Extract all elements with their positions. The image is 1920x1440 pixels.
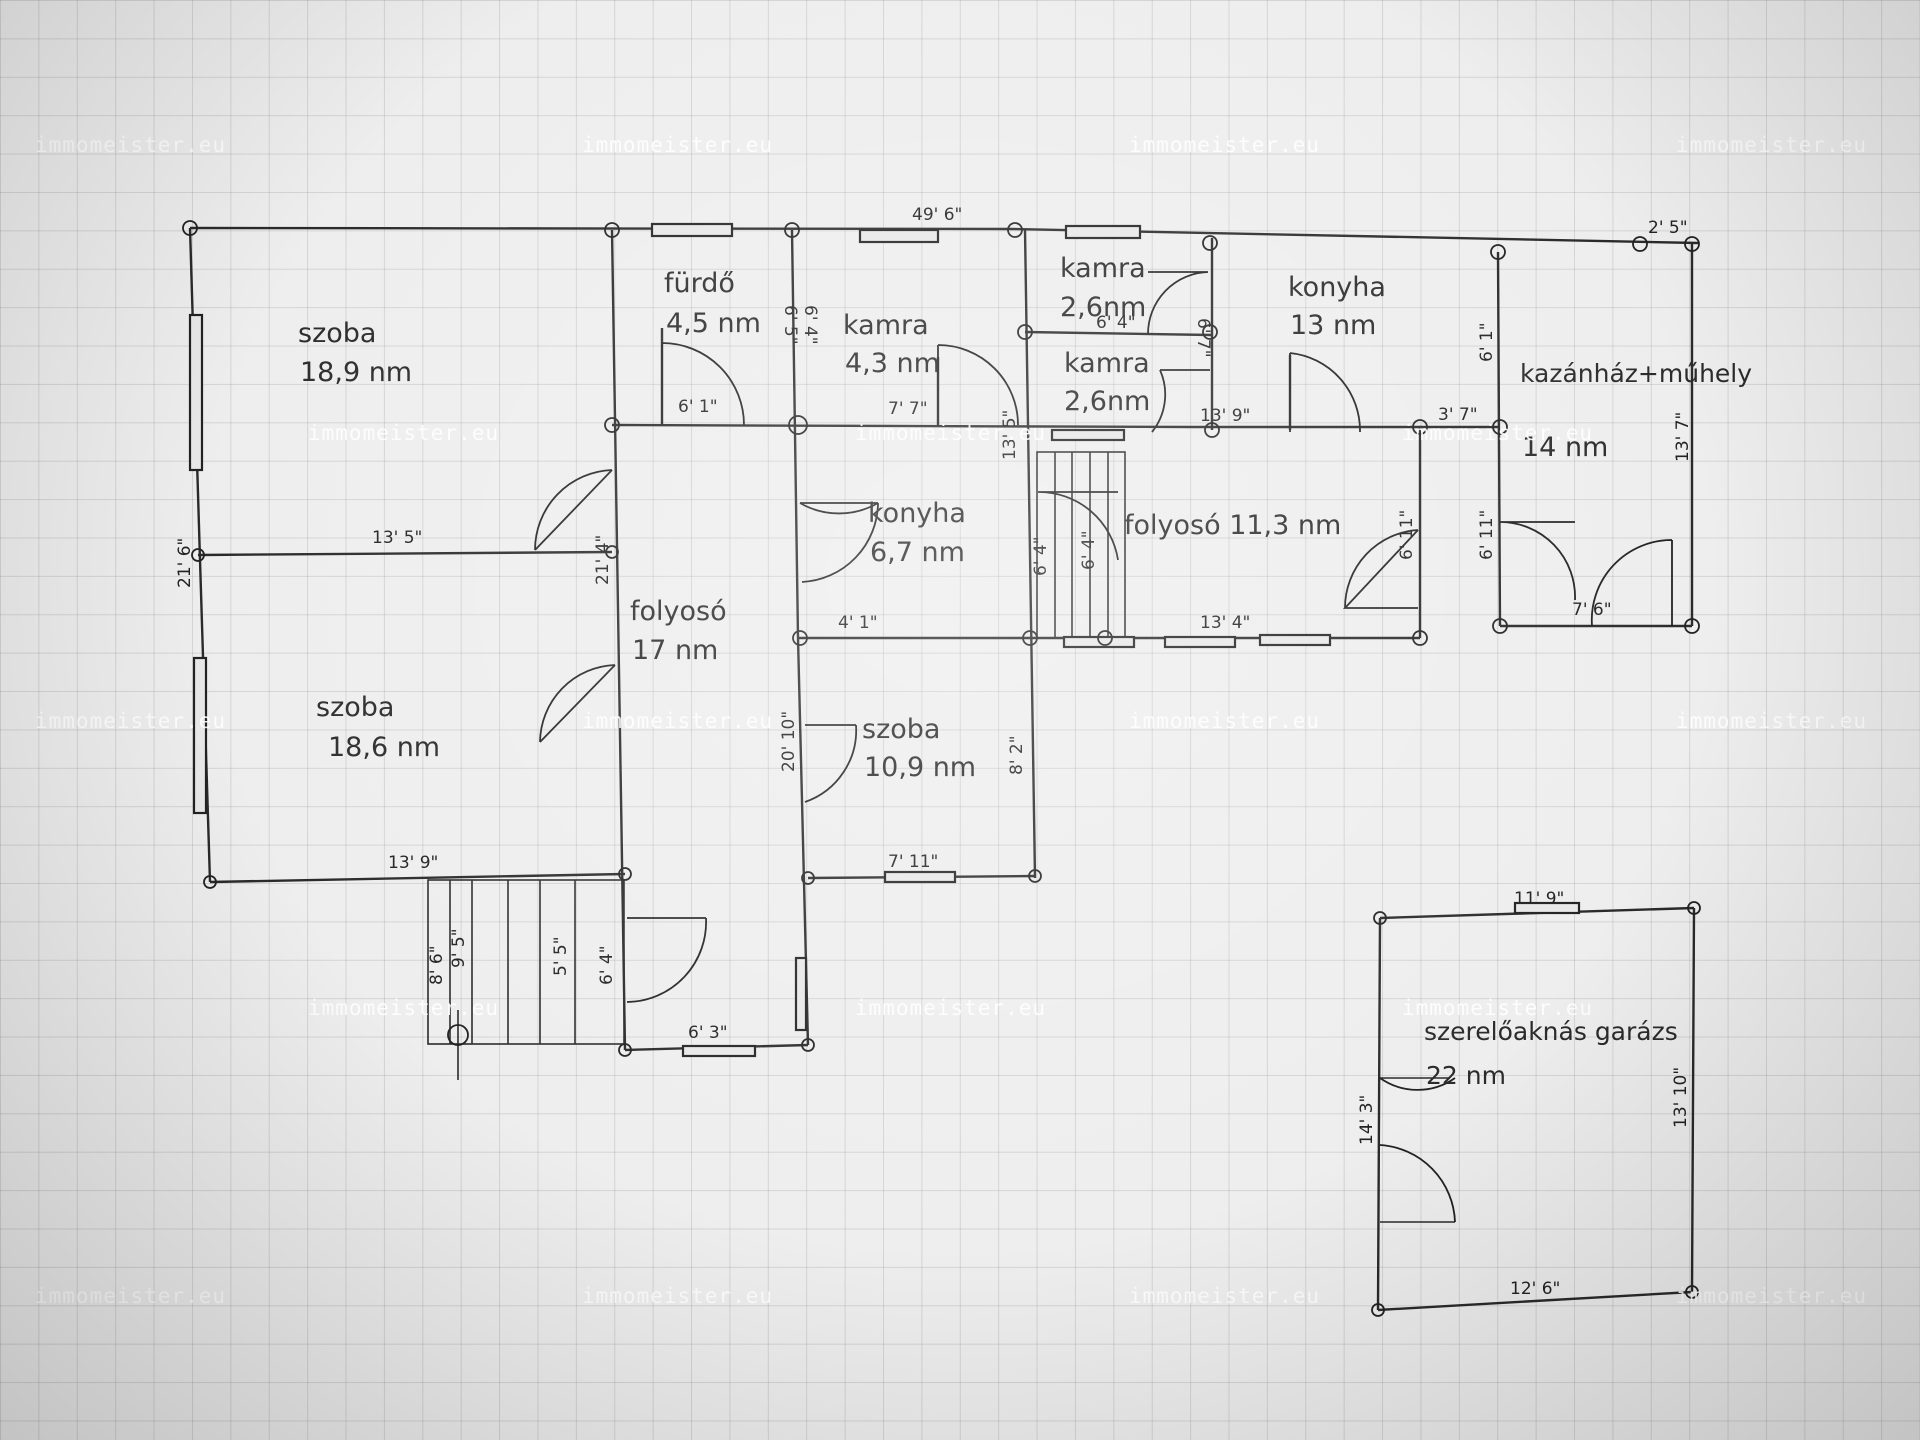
dim-porch-d: 8' 6" bbox=[427, 945, 447, 985]
room-szoba-2-name: szoba bbox=[316, 692, 394, 723]
dim-szoba109-left: 20' 10" bbox=[779, 711, 799, 772]
doors bbox=[534, 271, 1673, 1223]
watermark-text: immomeister.eu bbox=[582, 1284, 773, 1308]
watermark-text: immomeister.eu bbox=[1402, 996, 1593, 1020]
dim-stair-height: 13' 5" bbox=[1000, 410, 1020, 460]
watermark-text: immomeister.eu bbox=[1676, 709, 1867, 733]
watermark-text: immomeister.eu bbox=[1676, 1284, 1867, 1308]
watermark-text: immomeister.eu bbox=[35, 133, 226, 157]
watermark-text: immomeister.eu bbox=[1129, 133, 1320, 157]
watermark-text: immomeister.eu bbox=[855, 421, 1046, 445]
room-garazs-area: 22 nm bbox=[1426, 1061, 1506, 1090]
dim-porch-bottom: 6' 3" bbox=[688, 1023, 728, 1043]
dimension-labels: 49' 6" 2' 5" 21' 6" 13' 5" 6' 1" 6' 4" 6… bbox=[175, 205, 1693, 1299]
dim-porch-a: 6' 4" bbox=[597, 945, 617, 985]
room-kazanhaz-area: 14 nm bbox=[1522, 432, 1608, 463]
dim-stair-b: 6' 4" bbox=[1079, 530, 1099, 570]
room-konyha-1-name: konyha bbox=[1288, 272, 1386, 303]
watermark-text: immomeister.eu bbox=[1402, 421, 1593, 445]
room-kamra-2-area: 2,6nm bbox=[1060, 292, 1146, 323]
dim-folyoso-height: 21' 4" bbox=[593, 535, 613, 585]
dim-mid-left-wall: 13' 5" bbox=[372, 528, 422, 548]
main-walls bbox=[188, 226, 1699, 1052]
dim-kamra-small-h: 6' 7" bbox=[1193, 318, 1213, 358]
dim-kazan-h1: 6' 1" bbox=[1477, 322, 1497, 362]
room-folyoso-2-area: 17 nm bbox=[632, 635, 718, 666]
dim-kamra-width: 7' 7" bbox=[888, 399, 928, 419]
dim-szoba109-bottom: 7' 11" bbox=[888, 852, 938, 872]
dim-furdo-height: 6' 4" bbox=[800, 305, 820, 345]
room-kamra-2-name: kamra bbox=[1060, 253, 1146, 284]
watermark-text: immomeister.eu bbox=[35, 709, 226, 733]
dim-top-right: 2' 5" bbox=[1648, 218, 1688, 238]
room-kamra-1-name: kamra bbox=[843, 310, 929, 341]
room-furdo-area: 4,5 nm bbox=[666, 308, 761, 339]
dim-konyha13-w: 13' 9" bbox=[1200, 406, 1250, 426]
room-folyoso-2-name: folyosó bbox=[630, 596, 727, 627]
room-szoba-1-name: szoba bbox=[298, 318, 376, 349]
dim-kazan-bottom: 7' 6" bbox=[1572, 600, 1612, 620]
dim-bottom-left: 13' 9" bbox=[388, 853, 438, 873]
room-kamra-1-area: 4,3 nm bbox=[845, 348, 940, 379]
watermark-text: immomeister.eu bbox=[1129, 1284, 1320, 1308]
dim-furdo-width: 6' 1" bbox=[678, 397, 718, 417]
room-konyha-2-name: konyha bbox=[868, 498, 966, 529]
dim-porch-b: 5' 5" bbox=[551, 936, 571, 976]
dim-garage-bottom: 12' 6" bbox=[1510, 1279, 1560, 1299]
watermark-text: immomeister.eu bbox=[308, 421, 499, 445]
dim-kazan-w: 3' 7" bbox=[1438, 405, 1478, 425]
dim-garage-left: 14' 3" bbox=[1357, 1095, 1377, 1145]
dim-furdo-side: 6' 5" bbox=[780, 305, 800, 345]
dim-stair-a: 6' 4" bbox=[1031, 536, 1051, 576]
stairs bbox=[427, 451, 1126, 1080]
watermark-text: immomeister.eu bbox=[308, 996, 499, 1020]
watermarks: immomeister.eu immomeister.eu immomeiste… bbox=[35, 133, 1867, 1308]
windows bbox=[188, 222, 1581, 1058]
dim-folyoso-right: 6' 11" bbox=[1397, 510, 1417, 560]
watermark-text: immomeister.eu bbox=[582, 133, 773, 157]
room-szoba-2-area: 18,6 nm bbox=[328, 732, 440, 763]
watermark-text: immomeister.eu bbox=[1676, 133, 1867, 157]
dim-kazan-h2: 6' 11" bbox=[1477, 510, 1497, 560]
room-konyha-2-area: 6,7 nm bbox=[870, 537, 965, 568]
room-garazs-name: szerelőaknás garázs bbox=[1424, 1017, 1678, 1046]
watermark-text: immomeister.eu bbox=[35, 1284, 226, 1308]
watermark-text: immomeister.eu bbox=[1129, 709, 1320, 733]
watermark-text: immomeister.eu bbox=[855, 996, 1046, 1020]
room-kazanhaz-name: kazánház+műhely bbox=[1520, 359, 1752, 388]
room-folyoso-1-name: folyosó 11,3 nm bbox=[1124, 510, 1341, 541]
room-szoba-3-name: szoba bbox=[862, 714, 940, 745]
room-furdo-name: fürdő bbox=[664, 268, 735, 299]
watermark-text: immomeister.eu bbox=[582, 709, 773, 733]
dim-szoba109-right: 8' 2" bbox=[1007, 735, 1027, 775]
dim-kamra-small-w: 6' 4" bbox=[1096, 313, 1136, 333]
room-labels: szoba 18,9 nm fürdő 4,5 nm kamra 4,3 nm … bbox=[298, 253, 1752, 1090]
dim-garage-top: 11' 9" bbox=[1514, 889, 1564, 909]
dim-konyha67-bottom: 4' 1" bbox=[838, 613, 878, 633]
garage-walls bbox=[1376, 906, 1696, 1312]
dim-top-total: 49' 6" bbox=[912, 205, 962, 225]
dim-porch-c: 9' 5" bbox=[449, 928, 469, 968]
room-konyha-1-area: 13 nm bbox=[1290, 310, 1376, 341]
wall-nodes bbox=[182, 220, 1701, 1317]
dim-folyoso-bottom: 13' 4" bbox=[1200, 613, 1250, 633]
room-kamra-3-area: 2,6nm bbox=[1064, 386, 1150, 417]
room-szoba-3-area: 10,9 nm bbox=[864, 752, 976, 783]
dim-garage-right: 13' 10" bbox=[1671, 1067, 1691, 1128]
room-szoba-1-area: 18,9 nm bbox=[300, 357, 412, 388]
dim-left-total: 21' 6" bbox=[175, 538, 195, 588]
room-kamra-3-name: kamra bbox=[1064, 348, 1150, 379]
dim-kazan-right: 13' 7" bbox=[1673, 412, 1693, 462]
